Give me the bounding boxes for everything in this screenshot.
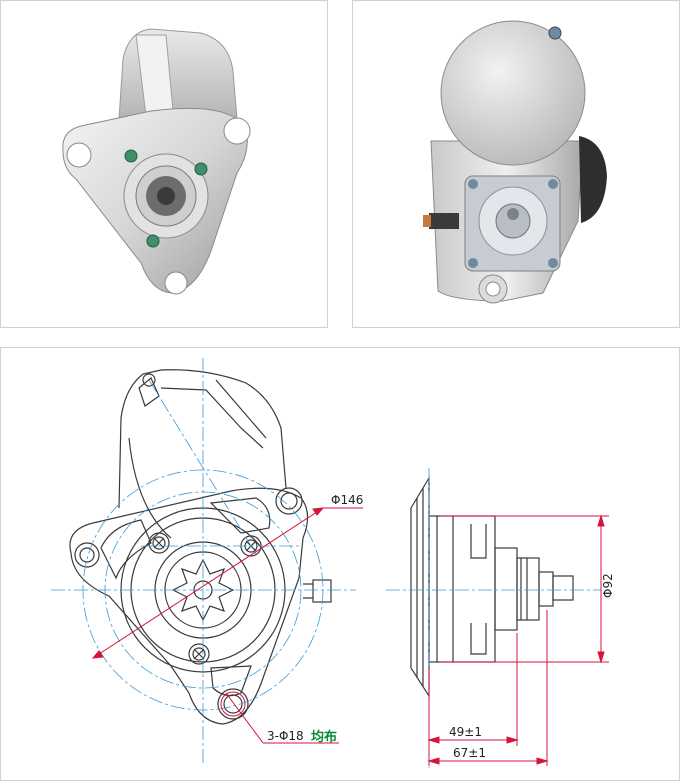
depth-long-label: 67±1 <box>453 746 486 760</box>
starter-front-illustration <box>62 28 251 295</box>
holes-count-label: 3-Φ18 <box>267 729 304 743</box>
side-centerlines <box>386 468 601 768</box>
starter-back-photo <box>352 0 680 328</box>
technical-drawing-panel: Φ146 3-Φ18 均布 <box>0 347 680 781</box>
depth-short-label: 49±1 <box>449 725 482 739</box>
holes-dimension <box>220 691 339 744</box>
starter-front-photo <box>0 0 328 328</box>
solenoid-terminal-icon <box>464 175 561 272</box>
starter-back-illustration <box>423 20 607 304</box>
holes-evenly-note: 均布 <box>311 729 337 745</box>
starter-technical-drawing: Φ146 3-Φ18 均布 <box>51 358 615 768</box>
front-centerlines <box>51 358 356 763</box>
pinion-gear-icon <box>146 176 186 216</box>
bolt-circle-dimension <box>91 507 363 659</box>
depth-dimensions <box>427 610 549 766</box>
flange-diameter-label: Φ92 <box>601 573 615 598</box>
bolt-circle-label: Φ146 <box>331 493 363 507</box>
side-view <box>410 475 574 699</box>
flange-diameter-dimension <box>441 514 609 664</box>
